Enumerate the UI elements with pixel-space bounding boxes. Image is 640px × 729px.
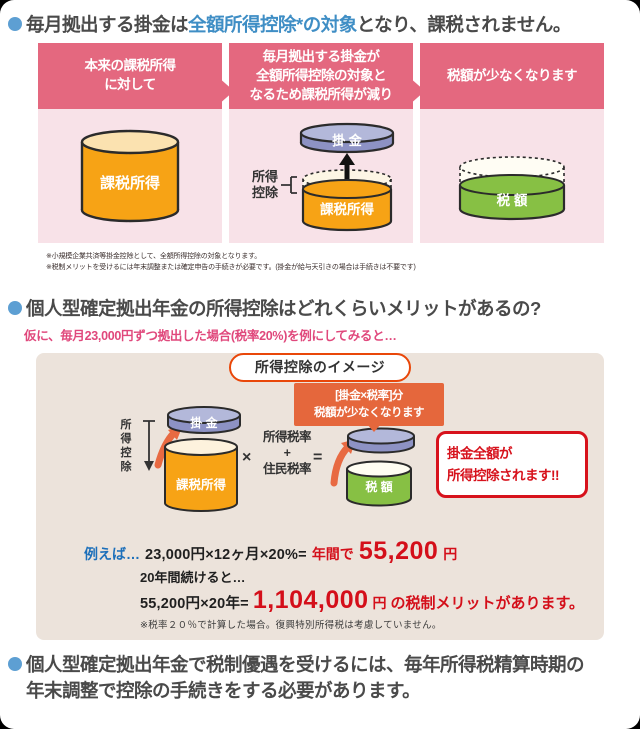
process-box-1: 本来の課税所得 に対して 課税所得 xyxy=(38,43,222,244)
taxable-income-cylinder-icon: 課税所得 xyxy=(80,130,180,223)
process-box-3-header: 税額が少なくなります xyxy=(420,43,604,110)
box1-header-line2: に対して xyxy=(104,77,156,93)
section2-heading-text: 個人型確定拠出年金の所得控除はどれくらいメリットがあるの? xyxy=(26,297,541,319)
example-formula-2: 55,200円×20年= xyxy=(140,595,249,612)
deduction-char-2: 得 xyxy=(120,431,132,445)
box2-disc-label: 掛 金 xyxy=(332,133,363,148)
tax-reduction-callout: [掛金×税率]分 税額が少なくなります xyxy=(294,382,444,433)
section1-heading-text: 毎月拠出する掛金は全額所得控除*の対象となり、課税されません。 xyxy=(26,12,571,38)
example-line-3: 55,200円×20年= 1,104,000 円 の税制メリットがあります。 xyxy=(140,586,604,615)
deduction-diagram-icon: 所得 控除 掛 金 xyxy=(252,123,395,232)
box3-cylinder-label: 税 額 xyxy=(497,192,528,208)
heading-post: となり、課税されません。 xyxy=(356,14,572,35)
example-result1-prefix: 年間で xyxy=(311,545,354,562)
deduction-diagram: 所 得 控 除 掛 金 課税所得 xyxy=(36,382,604,535)
section1-heading: 毎月拠出する掛金は全額所得控除*の対象となり、課税されません。 xyxy=(0,0,640,38)
contribution-taxable-group-icon: 所 得 控 除 掛 金 課税所得 xyxy=(120,405,241,512)
example-formula-1: 23,000円×12ヶ月×20%= xyxy=(145,546,307,563)
footnote-2: ※税制メリットを受けるには年末調整または確定申告の手続きが必要です。(掛金が給与… xyxy=(46,264,416,272)
diagram-disc-label: 掛 金 xyxy=(190,415,218,430)
equals-operator: = xyxy=(313,448,323,466)
box1-cylinder-label: 課税所得 xyxy=(100,174,160,192)
process-box-1-header: 本来の課税所得 に対して xyxy=(38,43,222,110)
deduction-image-panel: 所得控除のイメージ 所 得 控 除 掛 金 xyxy=(36,352,604,640)
arrow-down-icon xyxy=(144,460,154,471)
box1-header-line1: 本来の課税所得 xyxy=(84,58,177,74)
section2-heading: 個人型確定拠出年金の所得控除はどれくらいメリットがあるの? xyxy=(0,296,640,322)
example-line-1: 例えば… 23,000円×12ヶ月×20%= 年間で 55,200 円 xyxy=(84,537,604,566)
section3-line2: 年末調整で控除の手続きをする必要があります。 xyxy=(26,680,421,702)
box2-header-line1: 毎月拠出する掛金が xyxy=(262,48,381,64)
box2-deduction-line2: 控除 xyxy=(252,185,279,200)
tax-cylinder-icon: 税 額 xyxy=(458,156,566,221)
process-box-1-body: 課税所得 xyxy=(38,109,222,244)
process-box-2-body: 所得 控除 掛 金 xyxy=(229,109,413,244)
box2-deduction-line1: 所得 xyxy=(252,169,278,184)
heading-pre: 毎月拠出する掛金は xyxy=(26,14,189,35)
callout-line1: [掛金×税率]分 xyxy=(335,389,403,402)
measure-line-icon xyxy=(143,420,155,461)
section3-heading-text: 個人型確定拠出年金で税制優遇を受けるには、毎年所得税精算時期の 年末調整で控除の… xyxy=(26,652,585,705)
panel-title-pill: 所得控除のイメージ xyxy=(228,352,412,382)
arrow-right-icon xyxy=(218,77,234,106)
bullet-icon xyxy=(8,300,22,315)
income-tax-rate-label: 所得税率 xyxy=(262,429,312,444)
callout-line2: 税額が少なくなります xyxy=(314,406,425,419)
section3-line1: 個人型確定拠出年金で税制優遇を受けるには、毎年所得税精算時期の xyxy=(26,653,585,675)
section1-footnotes: ※小規模企業共済等掛金控除として、全額所得控除の対象となります。 ※税制メリット… xyxy=(46,251,640,273)
section3-heading: 個人型確定拠出年金で税制優遇を受けるには、毎年所得税精算時期の 年末調整で控除の… xyxy=(0,652,640,705)
box2-header-line3: なるため課税所得が減り xyxy=(249,86,394,102)
example-note: ※税率２０％で計算した場合。復興特別所得税は考慮していません。 xyxy=(140,619,442,631)
example-result2-unit: 円 xyxy=(372,594,387,611)
section2-subheading: 仮に、毎月23,000円ずつ拠出した場合(税率20%)を例にしてみると… xyxy=(24,328,397,343)
example-result1-unit: 円 xyxy=(443,545,458,562)
arrow-right-icon xyxy=(409,77,425,106)
box3-header-line1: 税額が少なくなります xyxy=(447,67,578,83)
tax-result-group-icon: 税 額 xyxy=(330,427,415,507)
example-result1-value: 55,200 xyxy=(358,536,439,565)
box2-cylinder-label: 課税所得 xyxy=(320,201,374,217)
box2-header-line2: 全額所得控除の対象と xyxy=(256,67,387,83)
process-box-2: 毎月拠出する掛金が 全額所得控除の対象と なるため課税所得が減り 所得 控除 掛… xyxy=(229,43,413,244)
times-operator: × xyxy=(242,448,252,466)
example-lead: 例えば… xyxy=(84,545,140,562)
deduction-char-4: 除 xyxy=(121,459,133,473)
footnote-1: ※小規模企業共済等掛金控除として、全額所得控除の対象となります。 xyxy=(46,253,261,261)
deduction-char-3: 控 xyxy=(121,445,132,459)
resident-tax-rate-label: 住民税率 xyxy=(262,462,312,477)
bullet-icon xyxy=(8,17,22,31)
example-continue-label: 20年間続けると… xyxy=(140,569,246,585)
full-deduction-highlight-box: 掛金全額が 所得控除されます!! xyxy=(436,430,588,499)
bracket-icon xyxy=(281,176,297,195)
diagram-cylinder-label: 課税所得 xyxy=(176,477,227,492)
process-box-2-header: 毎月拠出する掛金が 全額所得控除の対象と なるため課税所得が減り xyxy=(229,43,413,110)
diagram-tax-label: 税 額 xyxy=(365,479,392,494)
process-boxes: 本来の課税所得 に対して 課税所得 毎月拠出する掛金が 全額所得控除の対象と な xyxy=(38,43,604,244)
example-result2-value: 1,104,000 xyxy=(252,585,369,614)
deduction-char-1: 所 xyxy=(121,417,132,431)
example-result2-suffix: の税制メリットがあります。 xyxy=(390,594,585,612)
highlight-line2: 所得控除されます!! xyxy=(447,467,560,483)
plus-operator: + xyxy=(283,446,291,461)
highlight-line1: 掛金全額が xyxy=(447,445,513,461)
process-box-3: 税額が少なくなります 税 額 xyxy=(420,43,604,244)
process-box-3-body: 税 額 xyxy=(420,109,604,244)
heading-highlight: 全額所得控除*の対象 xyxy=(188,14,357,35)
curved-arrow-icon xyxy=(330,443,352,487)
bullet-icon xyxy=(8,656,22,671)
tax-rates-label: 所得税率 + 住民税率 xyxy=(252,429,322,478)
